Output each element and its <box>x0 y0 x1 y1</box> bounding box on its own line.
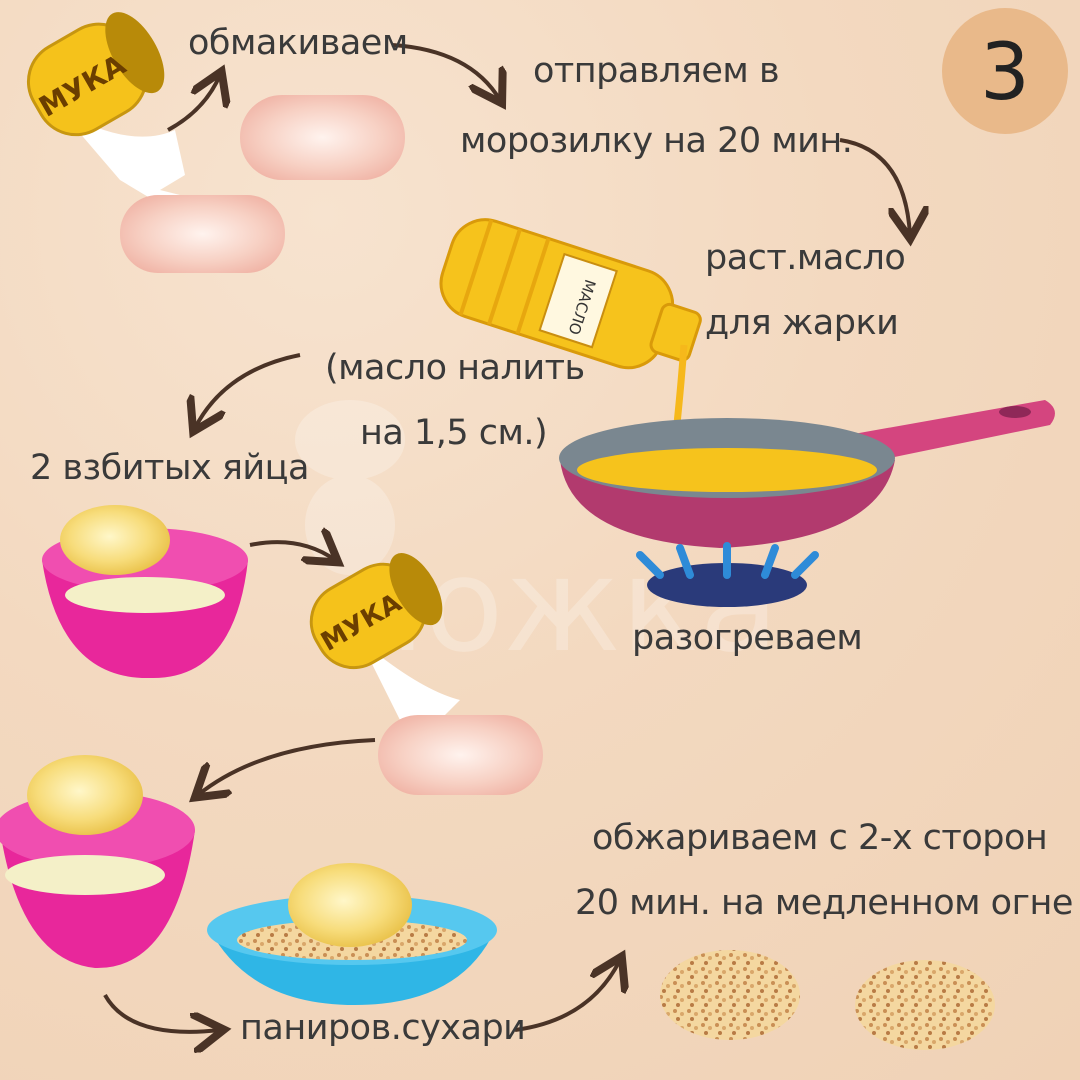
oil-bottle-icon: МАСЛО <box>439 218 702 370</box>
label-oil-note-1: (масло налить <box>325 348 585 388</box>
label-eggs: 2 взбитых яйца <box>30 448 309 488</box>
flour-bag-icon: МУКА <box>26 12 185 210</box>
flour-bag-icon: МУКА <box>309 553 460 720</box>
potato-cutlet-icon <box>60 505 170 575</box>
potato-cutlet-icon <box>288 863 412 947</box>
label-freeze-2: морозилку на 20 мин. <box>460 121 853 161</box>
arrow-icon <box>514 960 620 1032</box>
meat-cutlet-icon <box>120 195 285 273</box>
label-fry-1: обжариваем с 2-х сторон <box>592 818 1048 858</box>
frying-pan-icon <box>559 400 1055 607</box>
arrow-icon <box>839 138 910 235</box>
arrow-icon <box>198 738 376 795</box>
egg-bowl-icon <box>0 755 195 969</box>
potato-cutlet-icon <box>27 755 143 835</box>
step-number: 3 <box>980 28 1030 118</box>
fried-cutlet-icon <box>660 950 800 1040</box>
label-oil-note-2: на 1,5 см.) <box>360 413 548 453</box>
fried-cutlet-icon <box>855 960 995 1050</box>
meat-cutlet-icon <box>240 95 405 180</box>
label-freeze-1: отправляем в <box>533 51 780 91</box>
label-oil-1: раст.масло <box>705 238 906 278</box>
arrow-icon <box>391 43 500 100</box>
arrow-icon <box>167 75 220 132</box>
label-heat: разогреваем <box>632 618 863 658</box>
label-oil-2: для жарки <box>705 303 899 343</box>
arrow-icon <box>249 542 335 560</box>
label-dip: обмакиваем <box>188 23 408 63</box>
arrow-icon <box>195 353 301 428</box>
meat-cutlet-icon <box>378 715 543 795</box>
breadcrumb-plate-icon <box>207 863 497 1005</box>
label-fry-2: 20 мин. на медленном огне <box>575 883 1073 923</box>
step-number-badge: 3 <box>942 8 1068 134</box>
label-breadcrumbs: паниров.сухари <box>240 1008 526 1048</box>
egg-bowl-icon <box>42 505 248 679</box>
arrow-icon <box>103 994 220 1032</box>
